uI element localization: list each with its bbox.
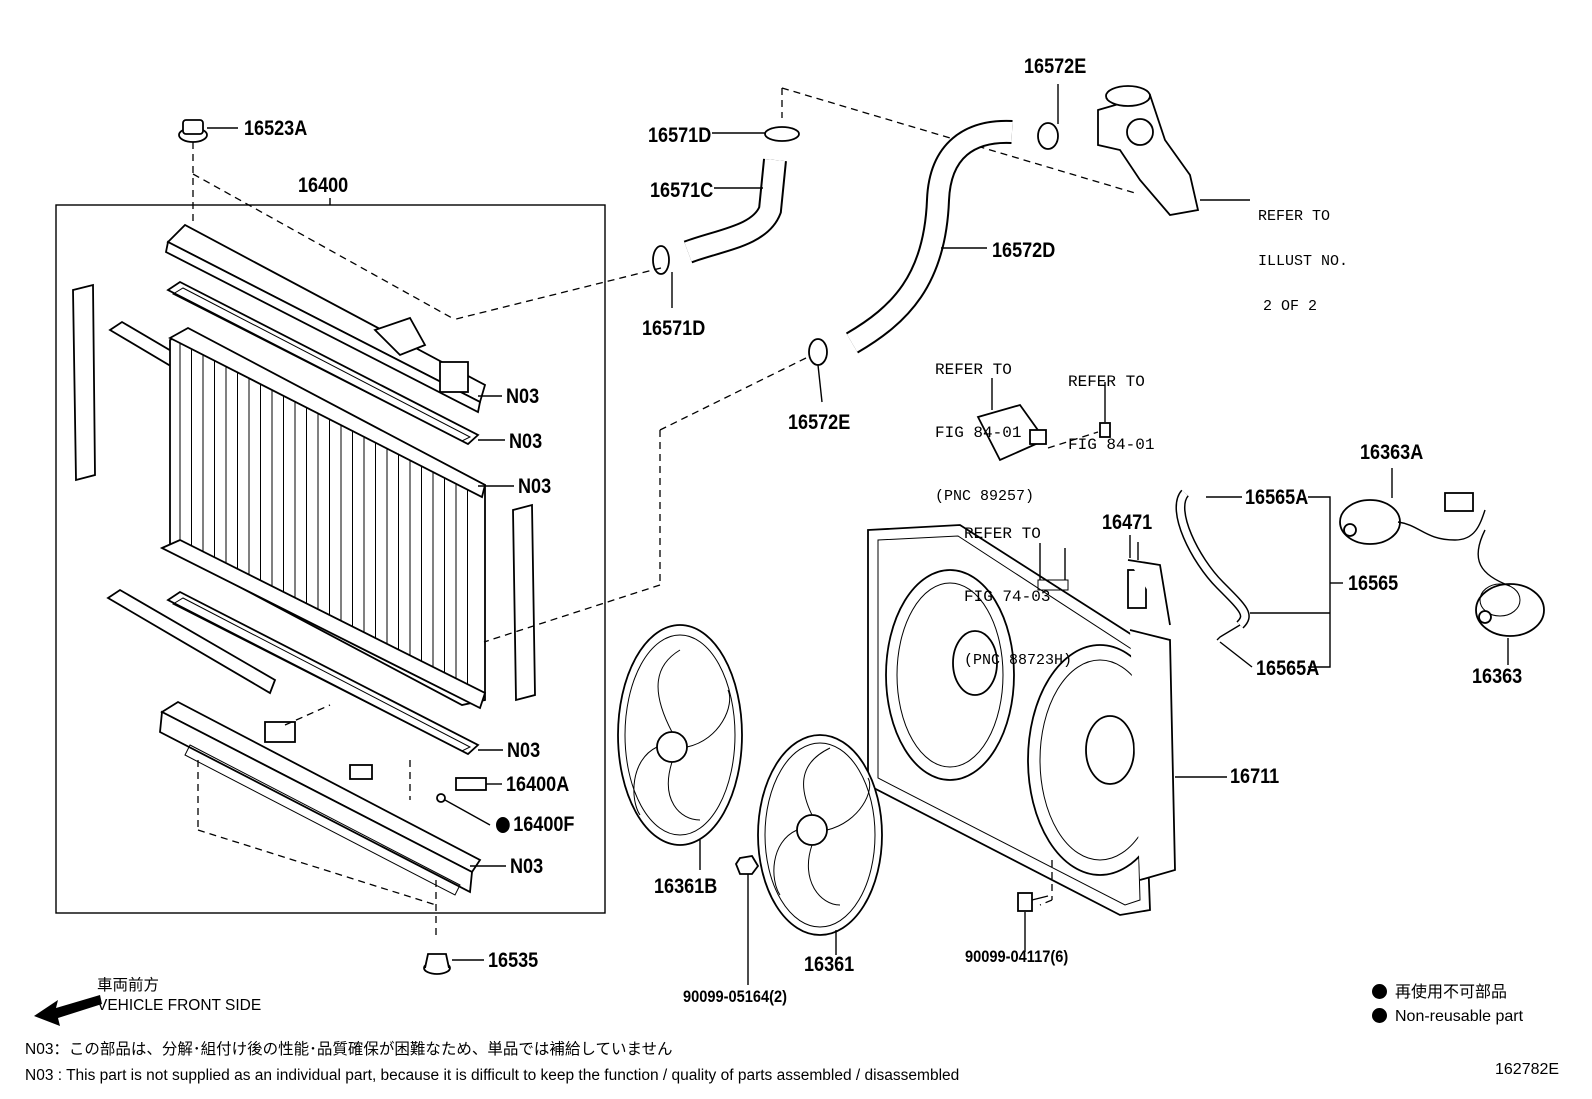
lower-cushion-part	[423, 953, 484, 975]
label-n03-3: N03	[518, 475, 552, 498]
ref-fig-84-01: REFER TO FIG 84-01	[1068, 330, 1154, 477]
label-16565A-top: 16565A	[1245, 486, 1309, 509]
label-16363A: 16363A	[1360, 441, 1424, 464]
label-16711: 16711	[1230, 765, 1280, 788]
label-16363: 16363	[1472, 665, 1523, 688]
nut-90099-05164-part	[734, 855, 760, 985]
ref-fig8401a-line2: FIG 84-01	[935, 424, 1022, 442]
upper-hose-16571C	[451, 87, 1136, 321]
ref-fig-84-01-pnc: REFER TO FIG 84-01 (PNC 89257)	[935, 318, 1034, 528]
ref-illust-line3: 2 OF 2	[1263, 298, 1318, 315]
label-16400F: 16400F	[496, 814, 574, 835]
label-16572D: 16572D	[992, 239, 1056, 262]
label-16523A: 16523A	[244, 117, 308, 140]
label-16571D-bottom: 16571D	[642, 317, 706, 340]
label-n03-4: N03	[507, 739, 541, 762]
non-reusable-marker-icon	[496, 817, 510, 833]
label-16471: 16471	[1102, 511, 1153, 534]
radiator-cap-part	[178, 119, 453, 319]
vehicle-front-jp: 車両前方	[97, 977, 160, 994]
label-16571C: 16571C	[650, 179, 714, 202]
bracket-16471-part	[1127, 535, 1171, 626]
non-reusable-dot-icon	[1372, 984, 1387, 999]
ref-fig7403-line2: FIG 74-03	[964, 588, 1051, 606]
fan-16361B-part	[617, 624, 743, 870]
fan-motor-16363-part	[1475, 529, 1545, 665]
radiator-gaskets	[166, 280, 480, 756]
label-16400F-text: 16400F	[513, 813, 575, 836]
label-16565: 16565	[1348, 572, 1399, 595]
ref-fig7403-line1: REFER TO	[964, 525, 1041, 543]
label-16361: 16361	[804, 953, 855, 976]
footnote-n03-en: N03 : This part is not supplied as an in…	[25, 1067, 960, 1084]
label-16400: 16400	[298, 174, 349, 197]
ref-illust-line2: ILLUST NO.	[1258, 253, 1349, 270]
drain-cock-part	[436, 777, 502, 826]
vehicle-front-en: VEHICLE FRONT SIDE	[97, 997, 262, 1014]
radiator-lower-tank	[159, 700, 482, 940]
legend-jp-text: 再使用不可部品	[1395, 984, 1508, 1001]
bolt-90099-04117-part	[1017, 892, 1049, 952]
vehicle-front-arrow-icon	[34, 995, 102, 1026]
label-n03-1: N03	[506, 385, 540, 408]
label-16572E-top: 16572E	[1024, 55, 1087, 78]
label-16572E-mid: 16572E	[788, 411, 851, 434]
fan-16361-part	[757, 734, 883, 955]
illustration-id: 162782E	[1495, 1061, 1560, 1078]
label-16400A: 16400A	[506, 773, 570, 796]
ref-fig7403-line3: (PNC 88723H)	[964, 652, 1073, 669]
legend-en-text: Non-reusable part	[1395, 1008, 1524, 1025]
radiator-upper-tank	[164, 223, 487, 414]
radiator-assembly-frame	[55, 198, 606, 914]
label-16565A-bottom: 16565A	[1256, 657, 1320, 680]
wire-harness-16565-part	[1175, 489, 1343, 668]
ref-fig8401b-line2: FIG 84-01	[1068, 436, 1155, 454]
label-n03-5: N03	[510, 855, 544, 878]
footnote-n03-jp: N03：この部品は、分解･組付け後の性能･品質確保が困難なため、単品では補給して…	[25, 1041, 673, 1058]
fan-shroud-part	[867, 524, 1227, 916]
label-90099-05164: 90099-05164(2)	[683, 987, 788, 1006]
legend-jp: 再使用不可部品	[1372, 984, 1507, 1001]
ref-fig8401a-line3: (PNC 89257)	[935, 488, 1035, 505]
legend-en: Non-reusable part	[1372, 1008, 1523, 1025]
n03-leaders	[470, 395, 514, 867]
ref-illust-line1: REFER TO	[1258, 208, 1331, 225]
fan-motor-16363A-part	[1339, 468, 1486, 545]
label-16361B: 16361B	[654, 875, 718, 898]
fan-controller-part	[976, 378, 1111, 462]
ref-fig8401a-line1: REFER TO	[935, 361, 1012, 379]
label-90099-04117: 90099-04117(6)	[965, 947, 1069, 966]
ref-fig8401b-line1: REFER TO	[1068, 373, 1145, 391]
ref-fig-74-03: REFER TO FIG 74-03 (PNC 88723H)	[964, 482, 1072, 692]
label-n03-2: N03	[509, 430, 543, 453]
label-16571D-top: 16571D	[648, 124, 712, 147]
radiator-core	[159, 326, 487, 710]
non-reusable-dot-icon	[1372, 1008, 1387, 1023]
label-16535: 16535	[488, 949, 539, 972]
ref-illust-2of2: REFER TO ILLUST NO. 2 OF 2	[1258, 179, 1348, 329]
water-outlet-housing	[1097, 85, 1250, 216]
hose-16572D	[483, 84, 1059, 643]
